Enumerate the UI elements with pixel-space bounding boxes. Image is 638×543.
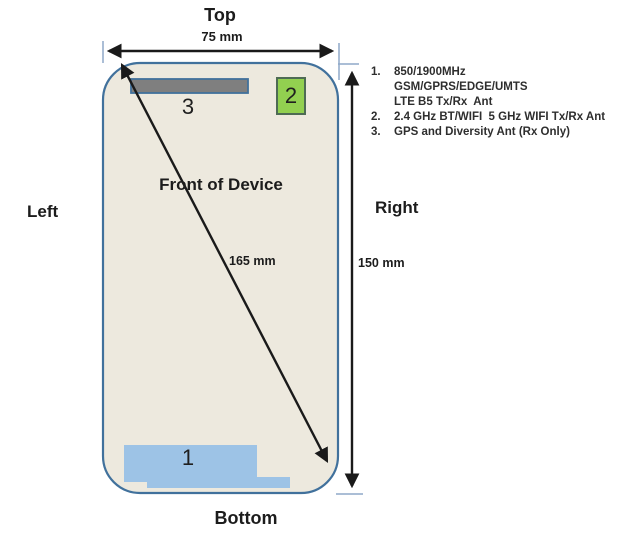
antenna-3-gps-bar [130, 78, 249, 94]
right-label: Right [375, 198, 419, 217]
legend-item-3: 3. GPS and Diversity Ant (Rx Only) [371, 125, 637, 140]
height-dimension-value: 150 mm [358, 256, 405, 270]
left-label: Left [27, 202, 59, 221]
bottom-label: Bottom [214, 508, 278, 528]
legend-item-1: 1. 850/1900MHz GSM/GPRS/EDGE/UMTS LTE B5… [371, 65, 637, 110]
antenna-1-number: 1 [181, 445, 195, 470]
legend-item-1-line-3: LTE B5 Tx/Rx Ant [394, 96, 493, 108]
antenna-2-number: 2 [284, 83, 298, 108]
legend-item-3-number: 3. [371, 126, 381, 138]
legend-item-2: 2. 2.4 GHz BT/WIFI 5 GHz WIFI Tx/Rx Ant [371, 110, 637, 125]
legend-item-2-line-1: 2.4 GHz BT/WIFI 5 GHz WIFI Tx/Rx Ant [394, 111, 606, 123]
width-dimension-value: 75 mm [201, 29, 243, 44]
legend-item-2-number: 2. [371, 111, 381, 123]
front-of-device-label: Front of Device [159, 175, 283, 194]
antenna-3-number: 3 [181, 94, 195, 119]
diagonal-dimension-value: 165 mm [229, 254, 276, 268]
diagonal-dimension-arrow [120, 63, 329, 463]
antenna-legend: 1. 850/1900MHz GSM/GPRS/EDGE/UMTS LTE B5… [371, 65, 637, 140]
device-outline [101, 61, 340, 495]
legend-item-1-line-1: 850/1900MHz [394, 66, 466, 78]
legend-item-1-line-2: GSM/GPRS/EDGE/UMTS [394, 81, 528, 93]
legend-item-3-line-1: GPS and Diversity Ant (Rx Only) [394, 126, 570, 138]
top-label: Top [204, 5, 236, 25]
legend-item-1-number: 1. [371, 66, 381, 78]
